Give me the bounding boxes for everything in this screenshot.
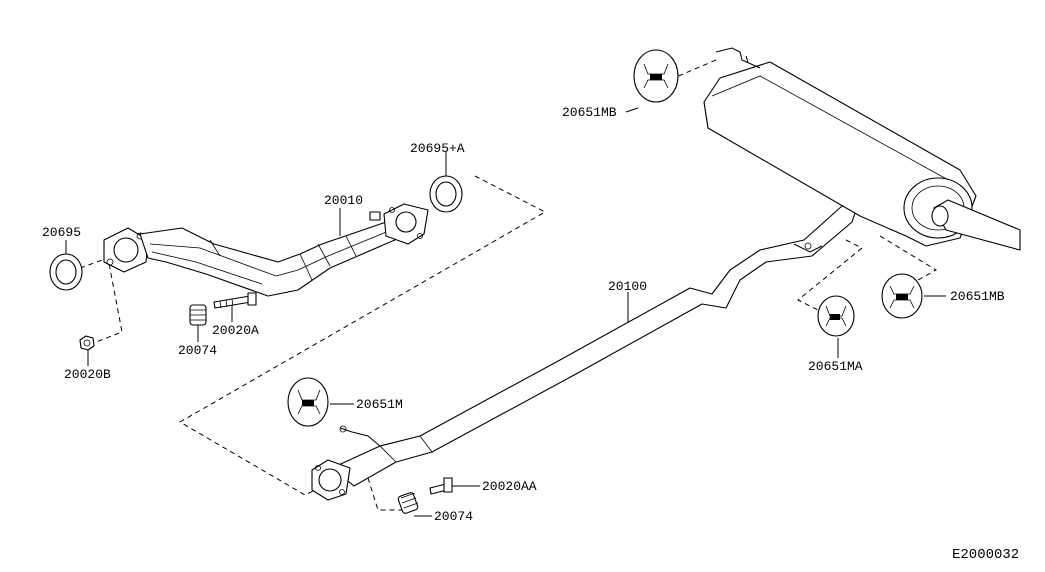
nut-20020b bbox=[79, 335, 95, 351]
rubber-mount-20651mb-right bbox=[881, 273, 923, 319]
rubber-mount-20651m bbox=[287, 377, 329, 427]
rear-muffler bbox=[703, 47, 1021, 251]
callout-20074-rear: 20074 bbox=[434, 509, 473, 524]
callout-20020b: 20020B bbox=[64, 367, 111, 382]
callout-20651mb-top: 20651MB bbox=[562, 105, 617, 120]
rubber-mount-20651mb-top bbox=[633, 49, 679, 103]
callout-20651mb-right: 20651MB bbox=[950, 289, 1005, 304]
callout-20020aa: 20020AA bbox=[482, 479, 537, 494]
center-pipe-20100 bbox=[311, 205, 857, 501]
callout-20695a: 20695+A bbox=[410, 141, 465, 156]
bolt-20020aa bbox=[429, 477, 453, 495]
callout-20651m: 20651M bbox=[356, 397, 403, 412]
spring-20074-rear bbox=[397, 492, 419, 514]
front-exhaust-pipe-20010 bbox=[103, 203, 429, 297]
callout-20074-front: 20074 bbox=[178, 343, 217, 358]
gasket-20695 bbox=[49, 253, 83, 291]
spring-20074-front bbox=[189, 304, 207, 326]
callout-20100: 20100 bbox=[608, 279, 647, 294]
callout-20020a: 20020A bbox=[212, 323, 259, 338]
callout-20010: 20010 bbox=[324, 193, 363, 208]
callout-labels: 20695 20020B 20074 20020A 20010 20695+A … bbox=[42, 105, 1005, 524]
callout-20695: 20695 bbox=[42, 225, 81, 240]
callout-20651ma: 20651MA bbox=[808, 359, 863, 374]
diagram-reference-code: E2000032 bbox=[952, 547, 1019, 563]
gasket-20695a bbox=[429, 175, 463, 213]
rubber-mount-20651ma bbox=[817, 295, 855, 337]
bolt-20020a bbox=[213, 292, 257, 309]
leader-lines bbox=[65, 107, 946, 517]
